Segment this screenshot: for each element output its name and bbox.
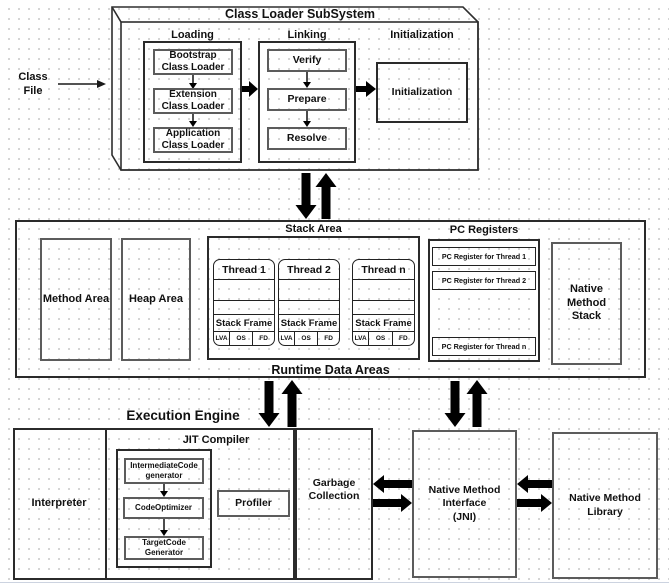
thread-title: Thread 2: [287, 263, 331, 276]
native-method-stack-box: Native Method Stack: [551, 242, 622, 365]
thread-empty-row: [279, 300, 339, 314]
thread-empty-row: [353, 300, 414, 314]
resolve-box: Resolve: [267, 127, 347, 150]
linking-section-label: Linking: [287, 28, 327, 41]
code-optimizer-box: CodeOptimizer: [123, 497, 204, 519]
stack-frame-cells: LVA OS FD: [353, 331, 414, 345]
jni-to-gc-left-arrow: [373, 475, 412, 493]
thread-2-stack: Thread 2 Stack Frame LVA OS FD: [278, 259, 340, 346]
fd-cell: FD: [399, 335, 408, 342]
pc-register-thread-2: PC Register for Thread 2: [432, 271, 536, 290]
heap-area-box: Heap Area: [121, 238, 191, 361]
thread-1-stack: Thread 1 Stack Frame LVA OS FD: [213, 259, 275, 346]
jni-to-library-right-arrow: [517, 494, 552, 512]
stack-frame-label: Stack Frame: [214, 314, 274, 331]
pc-registers-box: [428, 239, 540, 362]
runtime-to-classloader-up-arrow: [315, 173, 337, 219]
thread-title: Thread 1: [222, 263, 266, 276]
target-code-generator-box: TargetCode Generator: [124, 536, 204, 560]
fd-cell: FD: [324, 335, 333, 342]
verify-box: Verify: [267, 49, 347, 72]
gc-to-jni-right-arrow: [373, 494, 412, 512]
os-cell: OS: [369, 332, 393, 345]
stack-area-label: Stack Area: [285, 222, 342, 235]
class-loader-subsystem-title: Class Loader SubSystem: [224, 7, 376, 21]
extension-class-loader-box: Extension Class Loader: [153, 88, 233, 114]
linking-to-initialization-arrow: [356, 81, 376, 97]
stack-frame-cells: LVA OS FD: [214, 331, 274, 345]
class-file-label: Class File: [18, 71, 48, 97]
os-cell: OS: [295, 332, 319, 345]
stack-frame-label: Stack Frame: [353, 314, 414, 331]
interpreter-section: Interpreter: [31, 497, 87, 510]
pc-register-thread-1: PC Register for Thread 1: [432, 247, 536, 266]
loading-section-label: Loading: [171, 28, 214, 41]
thread-empty-row: [353, 279, 414, 300]
canvas-bottom-rule: [0, 582, 669, 583]
class-file-arrow: [58, 80, 106, 88]
bootstrap-class-loader-box: Bootstrap Class Loader: [153, 49, 233, 75]
stack-frame-cells: LVA OS FD: [279, 331, 339, 345]
classloader-to-runtime-down-arrow: [295, 173, 317, 219]
pc-register-thread-n: PC Register for Thread n: [432, 337, 536, 356]
library-to-jni-left-arrow: [517, 475, 552, 493]
thread-n-stack: Thread n Stack Frame LVA OS FD: [352, 259, 415, 346]
fd-cell: FD: [259, 335, 268, 342]
jni-to-runtime-up-arrow: [466, 380, 488, 427]
method-area-box: Method Area: [40, 238, 112, 361]
runtime-to-jni-down-arrow: [444, 381, 466, 427]
stack-frame-label: Stack Frame: [279, 314, 339, 331]
thread-empty-row: [279, 279, 339, 300]
lva-cell: LVA: [279, 332, 296, 345]
loading-group-box: [143, 41, 242, 163]
lva-cell: LVA: [214, 332, 231, 345]
runtime-data-areas-box: [15, 220, 646, 378]
jit-compiler-label: JIT Compiler: [182, 434, 250, 446]
loading-to-linking-arrow: [242, 81, 258, 97]
garbage-collection-box: Garbage Collection: [295, 428, 373, 580]
native-method-library-box: Native Method Library: [552, 432, 658, 579]
application-class-loader-box: Application Class Loader: [153, 127, 233, 153]
execution-engine-box: [13, 428, 295, 580]
stack-area-box: [207, 236, 420, 360]
thread-empty-row: [214, 279, 274, 300]
initialization-box: Initialization: [376, 62, 468, 123]
execution-engine-title: Execution Engine: [126, 408, 240, 423]
os-cell: OS: [230, 332, 254, 345]
pc-registers-label: PC Registers: [449, 223, 519, 236]
intermediate-code-generator-box: IntermediateCode generator: [124, 458, 204, 484]
linking-group-box: [258, 41, 356, 163]
profiler-box: Profiler: [217, 490, 290, 517]
interpreter-jit-divider: [105, 428, 107, 580]
lva-cell: LVA: [353, 332, 370, 345]
jit-compiler-box: [116, 449, 212, 568]
thread-title: Thread n: [361, 263, 406, 276]
initialization-section-label: Initialization: [390, 28, 454, 41]
thread-empty-row: [214, 300, 274, 314]
runtime-data-areas-title: Runtime Data Areas: [271, 362, 390, 377]
native-method-interface-box: Native Method Interface (JNI): [412, 430, 517, 578]
prepare-box: Prepare: [267, 88, 347, 111]
